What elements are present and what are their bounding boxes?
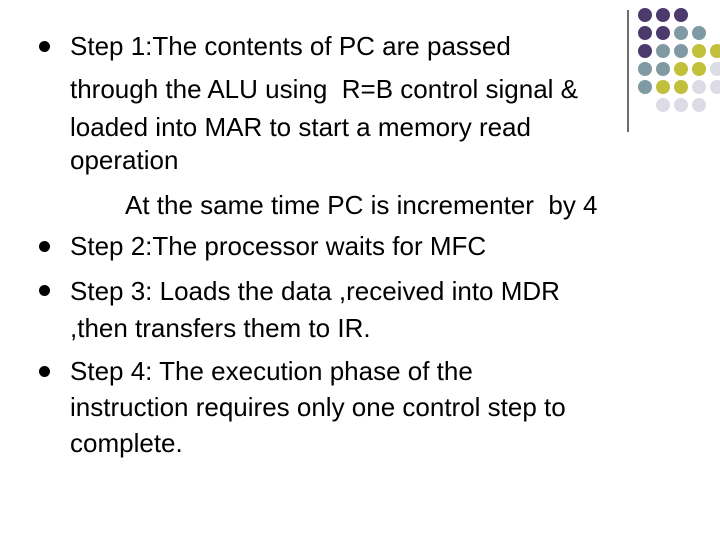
- bullet-text-line: Step 1:The contents of PC are passed: [70, 31, 511, 61]
- bullet-text-line: Step 2:The processor waits for MFC: [70, 231, 487, 261]
- dot: [692, 62, 706, 76]
- dot: [674, 26, 688, 40]
- bullet-text-line: complete.: [70, 428, 183, 458]
- dot: [638, 62, 652, 76]
- bullet-text-line: At the same time PC is incrementer by 4: [125, 190, 598, 220]
- bullet-icon: [39, 366, 50, 377]
- bullet-text-line: Step 3: Loads the data ,received into MD…: [70, 276, 560, 306]
- dot: [710, 80, 720, 94]
- bullet-text-line: ,then transfers them to IR.: [70, 313, 371, 343]
- dot: [656, 44, 670, 58]
- decorative-dot-grid: [634, 8, 720, 116]
- bullet-icon: [39, 41, 50, 52]
- dot: [674, 80, 688, 94]
- dot: [674, 98, 688, 112]
- dot: [710, 62, 720, 76]
- dot: [674, 62, 688, 76]
- bullet-icon: [39, 241, 50, 252]
- dot: [638, 26, 652, 40]
- dot: [710, 44, 720, 58]
- dot: [638, 44, 652, 58]
- bullet-icon: [39, 285, 50, 296]
- decorative-vertical-line: [627, 10, 629, 132]
- bullet-text-line: instruction requires only one control st…: [70, 392, 566, 422]
- dot: [656, 80, 670, 94]
- bullet-text-line: through the ALU using R=B control signal…: [70, 74, 579, 104]
- dot: [656, 98, 670, 112]
- dot: [656, 26, 670, 40]
- dot: [656, 62, 670, 76]
- dot: [656, 8, 670, 22]
- dot: [692, 80, 706, 94]
- dot: [638, 8, 652, 22]
- dot: [692, 98, 706, 112]
- dot: [674, 8, 688, 22]
- bullet-text-line: Step 4: The execution phase of the: [70, 356, 473, 386]
- dot: [692, 44, 706, 58]
- dot: [674, 44, 688, 58]
- bullet-text-line: operation: [70, 145, 179, 175]
- bullet-text-line: loaded into MAR to start a memory read: [70, 112, 531, 142]
- dot: [692, 26, 706, 40]
- dot: [638, 80, 652, 94]
